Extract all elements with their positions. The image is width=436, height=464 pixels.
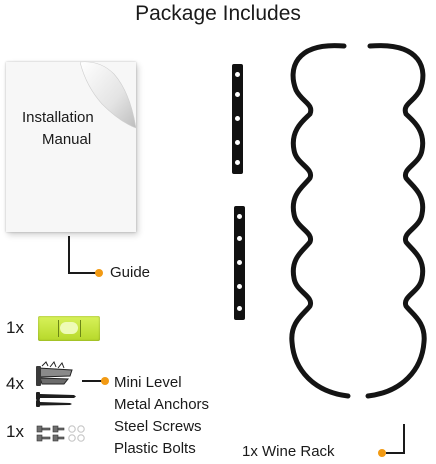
guide-label: Guide [110, 264, 151, 281]
rack-leader-line-h [386, 452, 405, 454]
metal-anchors-screws-icon [36, 361, 76, 407]
wine-rack-caption: 1x Wine Rack [242, 441, 335, 463]
rack-leader-line [403, 424, 405, 454]
guide-leader-line-h [68, 272, 98, 274]
guide-leader-line [68, 236, 70, 274]
manual-line-2: Manual [42, 131, 92, 148]
mini-level-label: Mini Level [114, 374, 182, 391]
mini-level-icon [38, 316, 100, 341]
anchors-quantity: 4x [6, 374, 24, 393]
wine-rack-label: Wine Rack [262, 443, 335, 460]
manual-title: Installation Manual [18, 107, 128, 151]
page-title: Package Includes [135, 2, 301, 25]
screws-bolts-quantity: 1x [6, 422, 24, 441]
hardware-dot [101, 377, 109, 385]
screws-bolts-icon [36, 425, 85, 442]
wine-rack-icon [289, 43, 427, 399]
metal-anchors-label: Metal Anchors [114, 396, 210, 413]
rack-dot [378, 449, 386, 457]
hardware-leader-line [82, 380, 104, 382]
page-curl-icon [80, 61, 137, 129]
manual-line-1: Installation [22, 109, 94, 126]
level-quantity: 1x [6, 318, 24, 337]
rack-quantity: 1x [242, 443, 258, 460]
wall-bracket-bottom [234, 206, 245, 320]
wall-bracket-top [232, 64, 243, 174]
guide-dot [95, 269, 103, 277]
hardware-list: Mini Level Metal Anchors Steel Screws Pl… [114, 372, 209, 460]
plastic-bolts-label: Plastic Bolts [114, 440, 196, 457]
steel-screws-label: Steel Screws [114, 418, 202, 435]
